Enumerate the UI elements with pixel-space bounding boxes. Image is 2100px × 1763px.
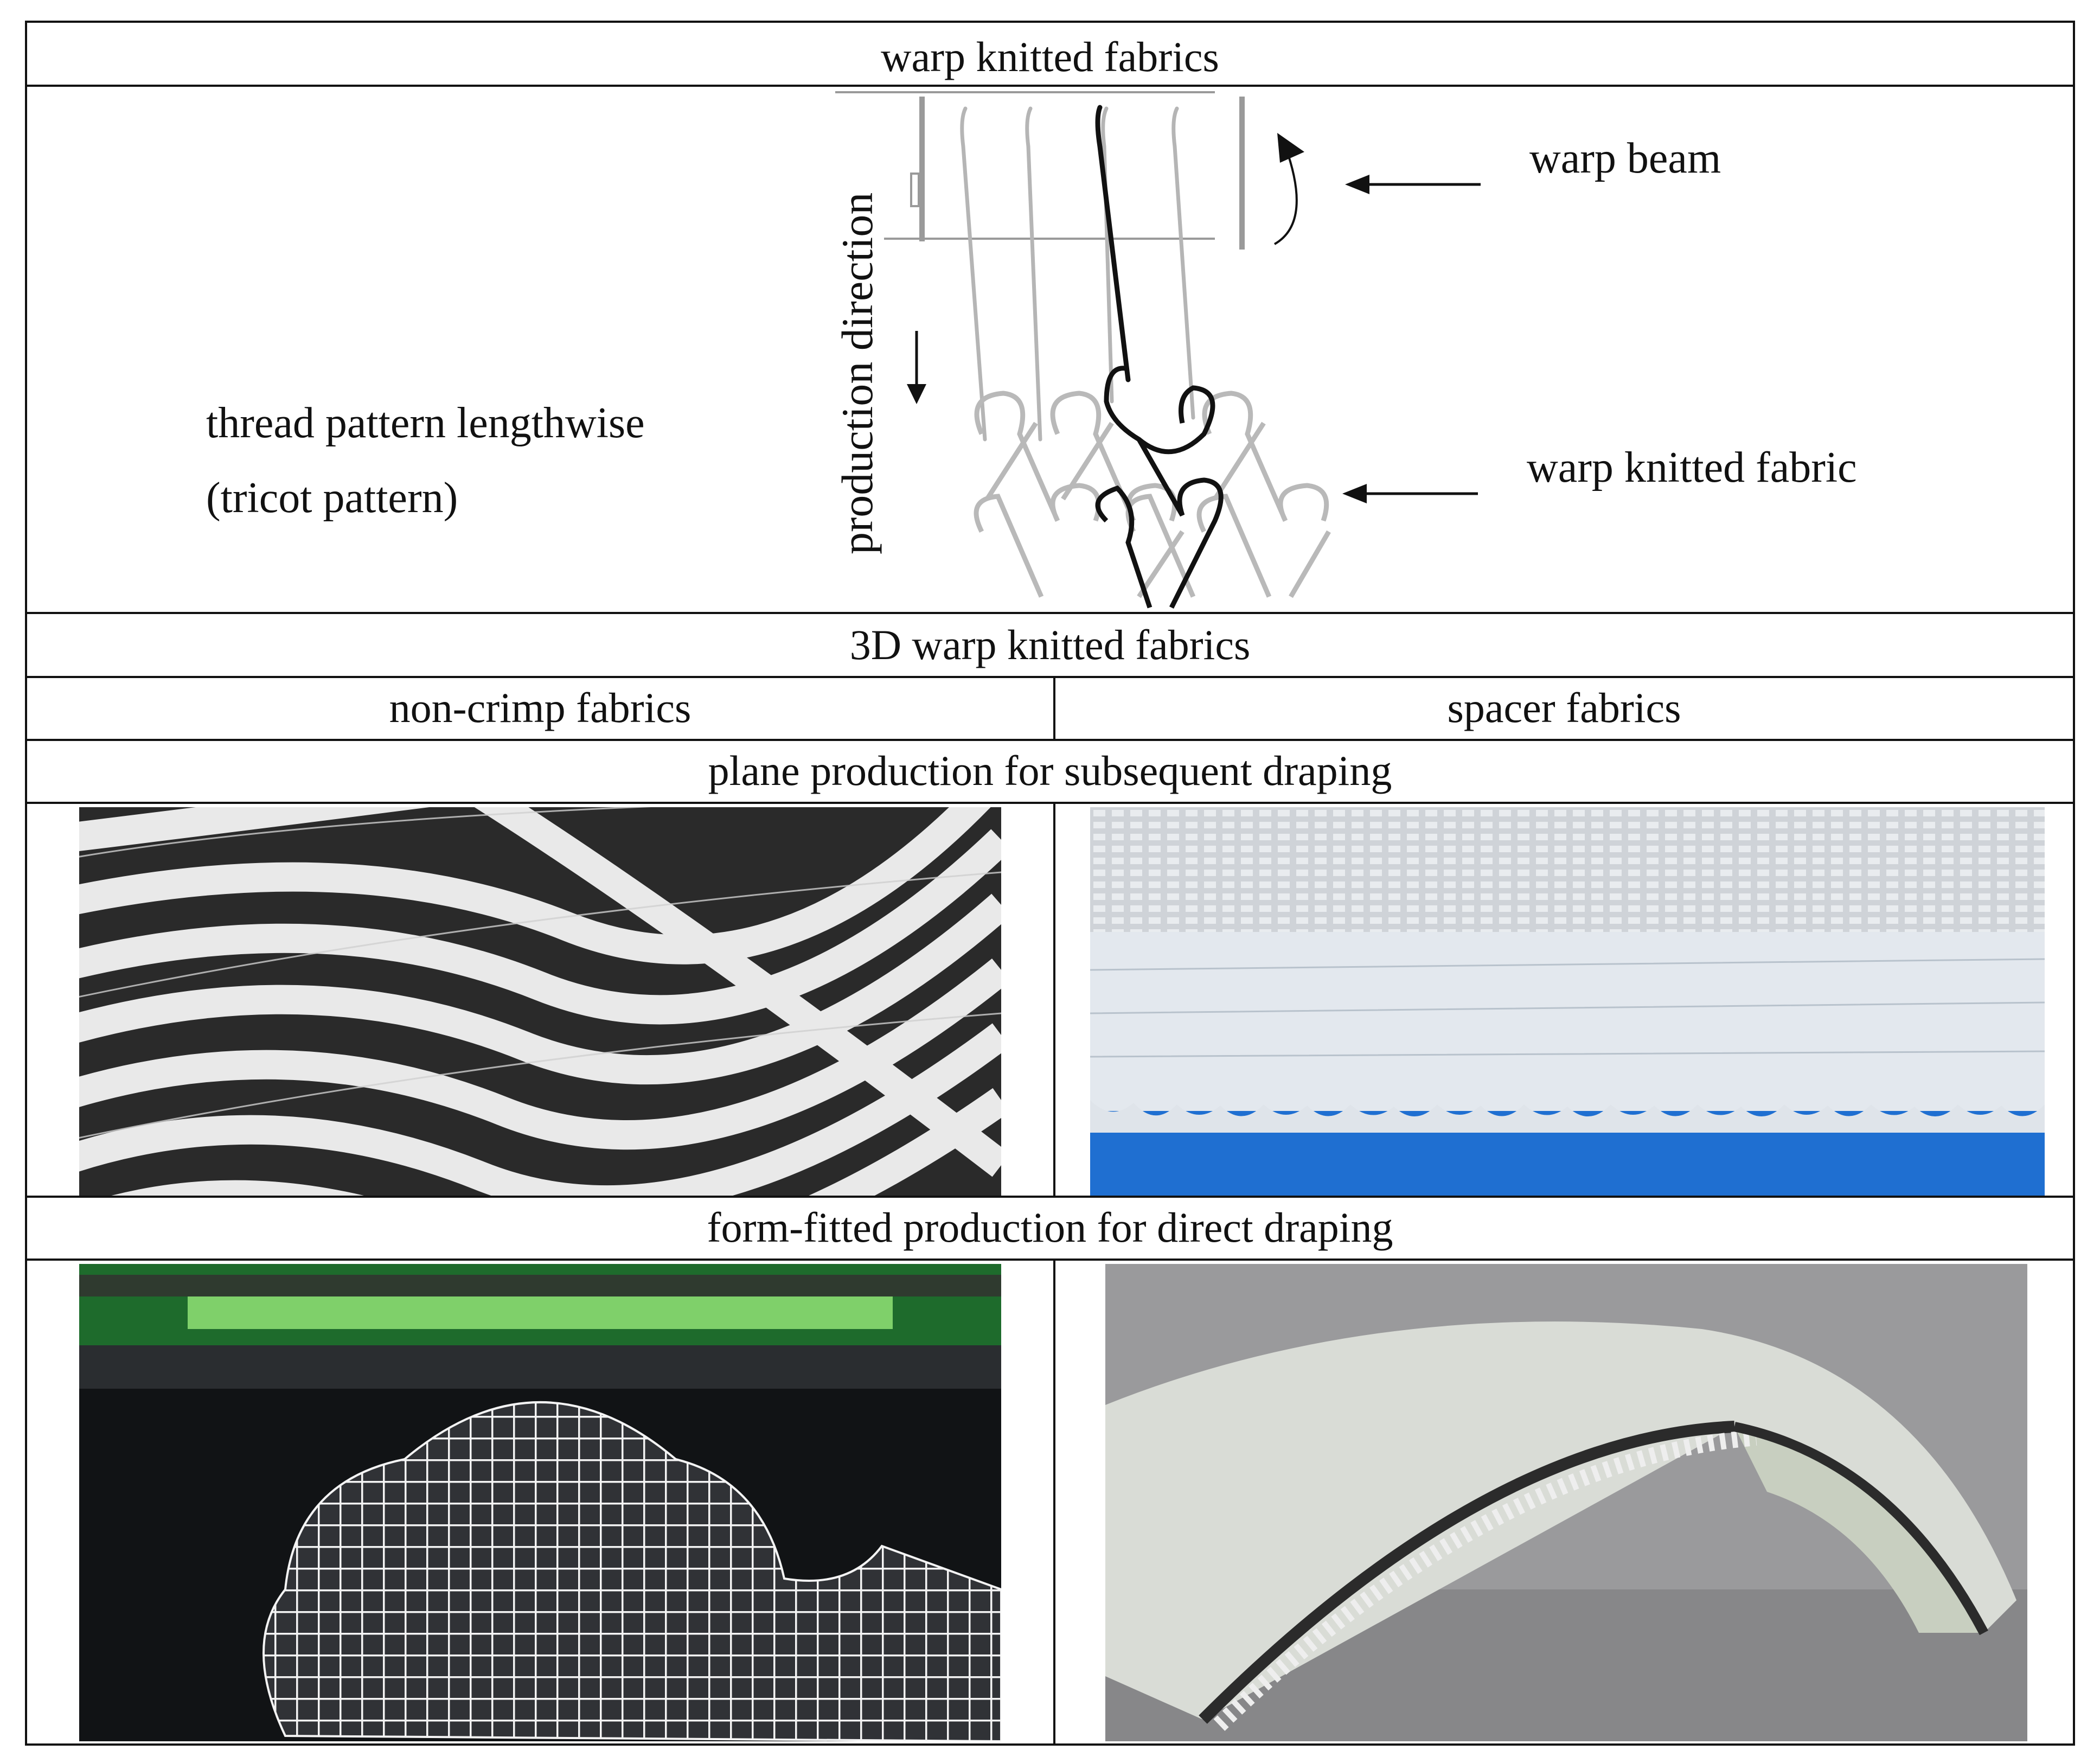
header-3d-warp-knitted-fabrics: 3D warp knitted fabrics — [849, 621, 1251, 668]
row-divider — [27, 676, 2073, 678]
warp-knitted-fabric-label: warp knitted fabric — [1527, 444, 1857, 491]
header-form-fitted-production: form-fitted production for direct drapin… — [707, 1204, 1393, 1251]
spacer-formed-photo — [1105, 1264, 2027, 1741]
fabric-pointer-arrow — [1342, 484, 1478, 503]
header-spacer-fabrics: spacer fabrics — [1447, 684, 1681, 731]
warp-beam-pointer-arrow — [1345, 175, 1481, 194]
row-divider — [27, 1259, 2073, 1261]
table-frame: warp knitted fabrics 3D warp knitted fab… — [25, 21, 2075, 1746]
rotation-arrow-icon — [1274, 146, 1298, 245]
highlighted-loops — [1095, 366, 1224, 609]
thread-pattern-label: thread pattern lengthwise — [206, 399, 645, 447]
non-crimp-plane-photo — [79, 807, 1001, 1196]
knitted-loops — [974, 391, 1331, 598]
column-divider — [1053, 676, 1055, 739]
down-arrow-icon — [907, 331, 926, 404]
header-non-crimp-fabrics: non-crimp fabrics — [389, 684, 692, 731]
row-divider — [27, 85, 2073, 87]
warp-beam-icon — [835, 91, 1245, 250]
production-direction-label: production direction — [833, 192, 882, 554]
header-warp-knitted-fabrics: warp knitted fabrics — [881, 33, 1219, 80]
warp-thread — [960, 106, 1195, 442]
row-divider — [27, 612, 2073, 614]
column-divider — [1053, 802, 1055, 1196]
row-divider — [27, 1196, 2073, 1198]
tricot-pattern-label: (tricot pattern) — [206, 474, 458, 522]
non-crimp-formed-photo — [79, 1264, 1001, 1741]
row-divider — [27, 802, 2073, 804]
highlighted-thread — [1095, 105, 1131, 382]
row-divider — [27, 739, 2073, 741]
header-plane-production: plane production for subsequent draping — [708, 747, 1392, 794]
column-divider — [1053, 1259, 1055, 1746]
spacer-plane-photo — [1090, 807, 2045, 1196]
tricot-diagram — [835, 91, 1481, 609]
warp-beam-label: warp beam — [1529, 135, 1721, 182]
